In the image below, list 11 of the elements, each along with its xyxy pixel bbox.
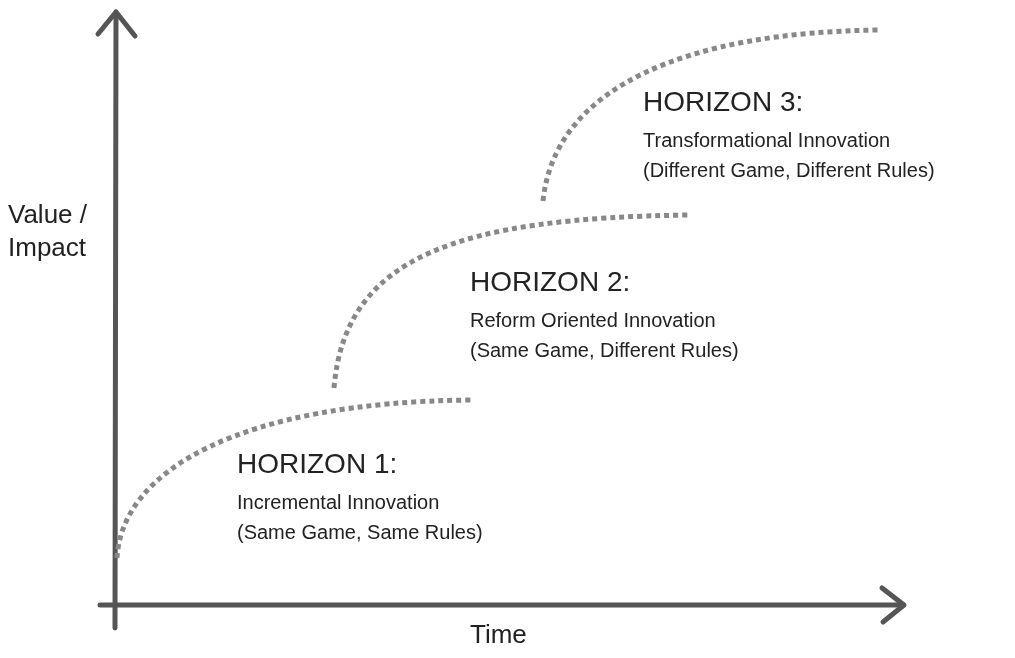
horizon-heading: HORIZON 1: — [237, 447, 398, 481]
horizon-note: (Same Game, Different Rules) — [470, 338, 739, 363]
horizon-description: Incremental Innovation — [237, 490, 440, 515]
axis-label: Time — [470, 618, 527, 651]
horizon-description: Transformational Innovation — [643, 128, 891, 153]
axis-label: Value / Impact — [8, 198, 88, 263]
horizon-heading: HORIZON 3: — [643, 85, 804, 119]
horizon-note: (Same Game, Same Rules) — [237, 520, 483, 545]
horizon-heading: HORIZON 2: — [470, 265, 631, 299]
horizon-note: (Different Game, Different Rules) — [643, 158, 935, 183]
horizon-description: Reform Oriented Innovation — [470, 308, 716, 333]
